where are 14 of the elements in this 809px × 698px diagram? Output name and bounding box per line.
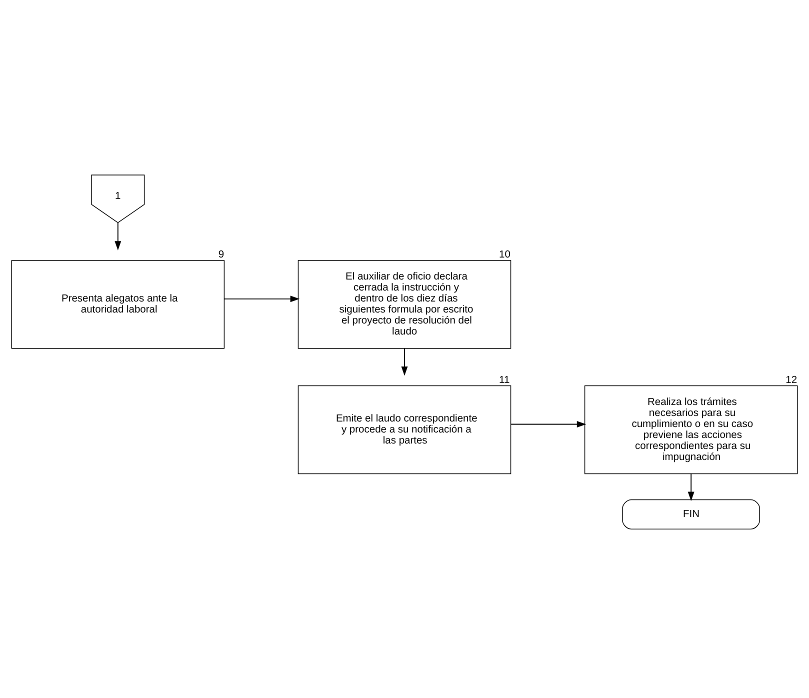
- node-box: Emite el laudo correspondiente y procede a su notificación a las partes: [298, 384, 512, 474]
- node-box: FIN: [622, 498, 760, 529]
- node-label: 11: [499, 374, 510, 386]
- node-box: Realiza los trámites necesarios para su cumplimiento o en su caso previene las acciones correspondientes para su impugnación: [584, 384, 798, 474]
- arrow: [401, 347, 408, 376]
- arrow: [114, 222, 122, 250]
- arrow: [224, 295, 300, 302]
- node-label: 9: [218, 249, 224, 260]
- node-box: El auxiliar de oficio declara cerrada la instrucción y dentro de los diez días siguientes formula por escrito el proyecto de resolución del laudo: [298, 260, 512, 348]
- node-label: 10: [499, 249, 510, 260]
- node-label: 12: [786, 374, 798, 386]
- node-box: Presenta alegatos ante la autoridad laboral: [11, 260, 225, 348]
- arrow: [510, 420, 586, 427]
- arrow: [688, 472, 694, 501]
